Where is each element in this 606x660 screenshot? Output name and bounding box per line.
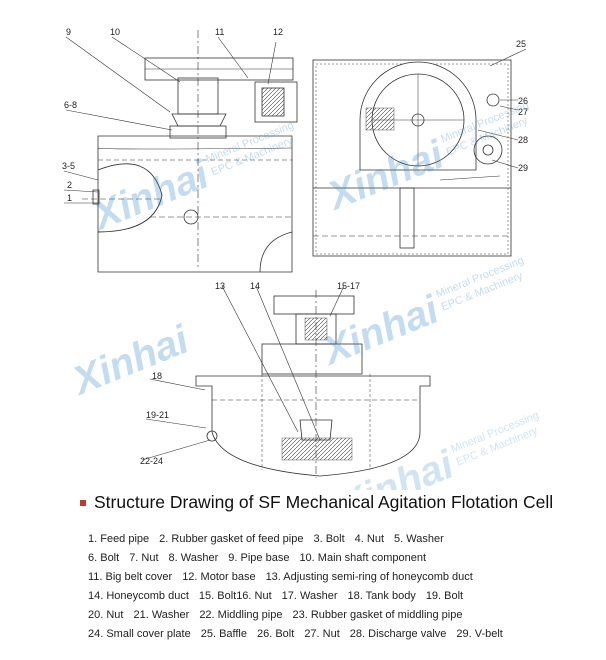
flotation-cell-drawing: 9 10 11 12 6-8 3-5 2 1 25 26 27 28 29 13…: [62, 27, 541, 490]
legend-item: 9. Pipe base: [228, 552, 290, 564]
legend-item: 18. Tank body: [347, 590, 416, 602]
legend-item: 11. Big belt cover: [88, 571, 173, 583]
callout-3-5: 3-5: [62, 161, 75, 171]
bottom-view: [195, 290, 431, 478]
front-view: [82, 30, 298, 273]
legend-item: 24. Small cover plate: [88, 628, 191, 640]
callout-11: 11: [215, 27, 224, 37]
watermark-middle: Xinhai: [65, 317, 195, 404]
legend-row: 11. Big belt cover 12. Motor base 13. Adju…: [88, 568, 598, 587]
callout-14: 14: [250, 281, 260, 291]
callout-19-21: 19-21: [146, 410, 169, 420]
legend-item: 17. Washer: [281, 590, 338, 602]
callout-27: 27: [518, 107, 528, 117]
callout-18: 18: [152, 371, 162, 381]
callout-22-24: 22-24: [140, 456, 163, 466]
callout-1: 1: [67, 193, 72, 203]
legend-item: 4. Nut: [354, 533, 385, 545]
legend-item: 28. Discharge valve: [349, 628, 447, 640]
figure-caption: Structure Drawing of SF Mechanical Agita…: [80, 492, 553, 513]
legend-row: 20. Nut 21. Washer 22. Middling pipe 23. Ru…: [88, 606, 598, 625]
leader-lines: [63, 36, 527, 461]
legend-row: 6. Bolt 7. Nut 8. Washer 9. Pipe base 10. Ma…: [88, 549, 598, 568]
legend-item: 26. Bolt: [257, 628, 295, 640]
legend-item: 14. Honeycomb duct: [88, 590, 189, 602]
callout-labels: 9 10 11 12 6-8 3-5 2 1 25 26 27 28 29 13…: [62, 27, 528, 466]
watermark-top: Xinhai Mineral Processing EPC & Machiner…: [85, 119, 295, 239]
legend-item: 13. Adjusting semi-ring of honeycomb duc…: [265, 571, 473, 583]
callout-9: 9: [66, 27, 71, 37]
callout-10: 10: [110, 27, 120, 37]
legend-item: 10. Main shaft component: [299, 552, 427, 564]
watermark-bottom: Xinhai Mineral Processing EPC & Machiner…: [330, 409, 540, 490]
callout-2: 2: [67, 180, 72, 190]
legend-item: 1. Feed pipe: [88, 533, 150, 545]
legend-row: 1. Feed pipe 2. Rubber gasket of feed pip…: [88, 530, 598, 549]
legend-row: 14. Honeycomb duct 15. Bolt16. Nut 17. Was…: [88, 587, 598, 606]
legend-item: 2. Rubber gasket of feed pipe: [159, 533, 304, 545]
legend-item: 27. Nut: [304, 628, 340, 640]
legend-item: 29. V-belt: [456, 628, 503, 640]
side-view: [312, 59, 512, 257]
legend-item: 7. Nut: [129, 552, 159, 564]
legend-item: 22. Middling pipe: [199, 609, 283, 621]
legend-item: 19. Bolt: [425, 590, 464, 602]
callout-28: 28: [518, 135, 528, 145]
legend-item: 25. Baffle: [200, 628, 247, 640]
caption-text: Structure Drawing of SF Mechanical Agita…: [94, 492, 554, 512]
legend-item: 20. Nut: [88, 609, 124, 621]
legend-item: 12. Motor base: [182, 571, 256, 583]
callout-13: 13: [215, 281, 225, 291]
callout-15-17: 15-17: [337, 281, 360, 291]
parts-legend: 1. Feed pipe 2. Rubber gasket of feed pip…: [88, 530, 598, 644]
callout-26: 26: [518, 96, 528, 106]
legend-item: 8. Washer: [168, 552, 219, 564]
caption-bullet-icon: [80, 499, 86, 506]
watermark-brand: Xinhai: [85, 152, 215, 239]
legend-item: 21. Washer: [133, 609, 190, 621]
callout-6-8: 6-8: [64, 100, 77, 110]
callout-25: 25: [516, 39, 526, 49]
legend-item: 6. Bolt: [88, 552, 120, 564]
callout-12: 12: [273, 27, 283, 37]
legend-item: 15. Bolt16. Nut: [198, 590, 272, 602]
callout-29: 29: [518, 163, 528, 173]
watermark-brand: Xinhai: [65, 317, 195, 404]
legend-row: 24. Small cover plate 25. Baffle 26. Bolt 2…: [88, 625, 598, 644]
legend-item: 3. Bolt: [313, 533, 345, 545]
legend-item: 23. Rubber gasket of middling pipe: [292, 609, 463, 621]
legend-item: 5. Washer: [394, 533, 444, 545]
